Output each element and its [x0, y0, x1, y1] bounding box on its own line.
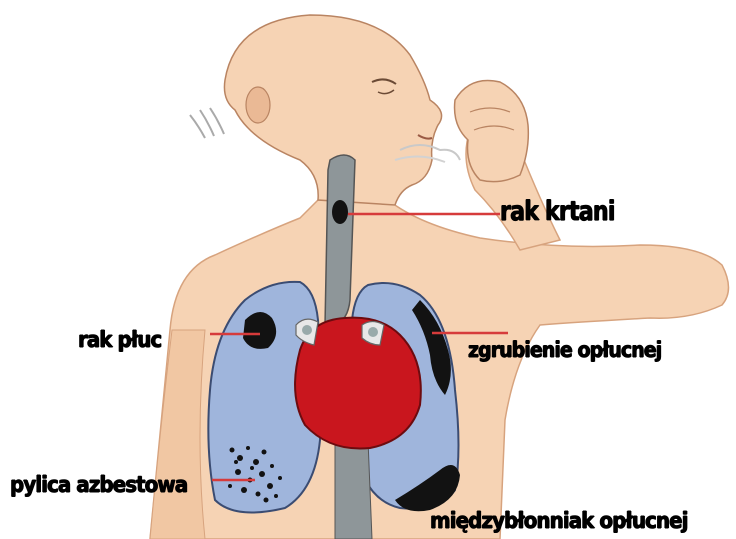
esophagus — [335, 440, 372, 539]
arm-left — [150, 330, 205, 539]
label-asbestosis: pylica azbestowa — [10, 475, 187, 497]
lung-tumor — [243, 312, 276, 349]
hand — [455, 80, 529, 181]
label-lung-cancer: rak płuc — [78, 330, 161, 352]
label-pleural-thickening: zgrubienie opłucnej — [468, 340, 661, 361]
label-larynx-cancer: rak krtani — [500, 198, 615, 225]
label-mesothelioma: międzybłonniak opłucnej — [430, 511, 688, 533]
trachea — [325, 155, 355, 325]
larynx-tumor — [332, 200, 348, 224]
